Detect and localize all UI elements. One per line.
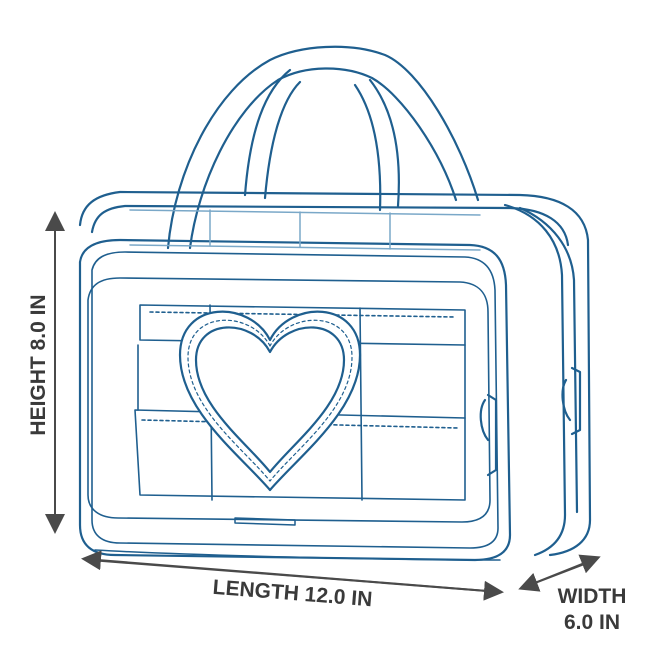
zipper-icon (479, 203, 582, 557)
handle-icon (166, 45, 480, 250)
heart-window-icon (178, 310, 362, 492)
height-label: HEIGHT 8.0 IN (27, 294, 50, 435)
width-label-line2: 6.0 IN (564, 611, 620, 634)
width-label-line1: WIDTH (558, 585, 627, 608)
length-arrow (81, 550, 504, 601)
width-arrow (518, 554, 601, 592)
bag-illustration (78, 45, 592, 562)
